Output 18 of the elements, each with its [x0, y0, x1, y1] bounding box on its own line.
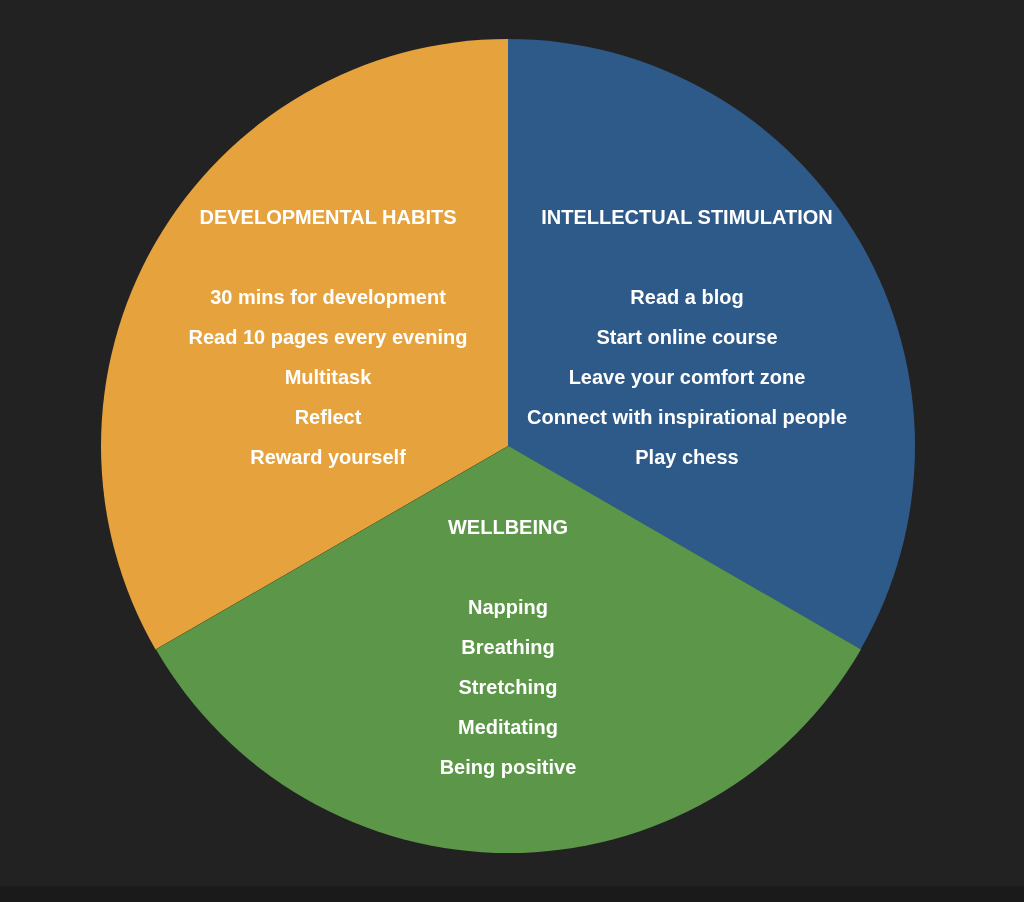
list-item: Being positive [439, 755, 577, 780]
list-item: Breathing [460, 635, 556, 660]
list-item: Reflect [293, 405, 363, 430]
list-item: Read a blog [629, 285, 745, 310]
sector-heading: INTELLECTUAL STIMULATION [540, 205, 834, 230]
list-item: Start online course [595, 325, 779, 350]
list-item: 30 mins for development [209, 285, 447, 310]
list-item: Meditating [457, 715, 559, 740]
sector-heading: WELLBEING [447, 515, 569, 540]
list-item: Read 10 pages every evening [188, 325, 468, 350]
list-item: Play chess [634, 445, 740, 470]
list-item: Leave your comfort zone [567, 365, 807, 390]
list-item: Multitask [283, 365, 373, 390]
list-item: Reward yourself [249, 445, 407, 470]
sector-heading: DEVELOPMENTAL HABITS [198, 205, 458, 230]
list-item: Connect with inspirational people [527, 405, 847, 430]
list-item: Stretching [457, 675, 559, 700]
list-item: Napping [467, 595, 549, 620]
